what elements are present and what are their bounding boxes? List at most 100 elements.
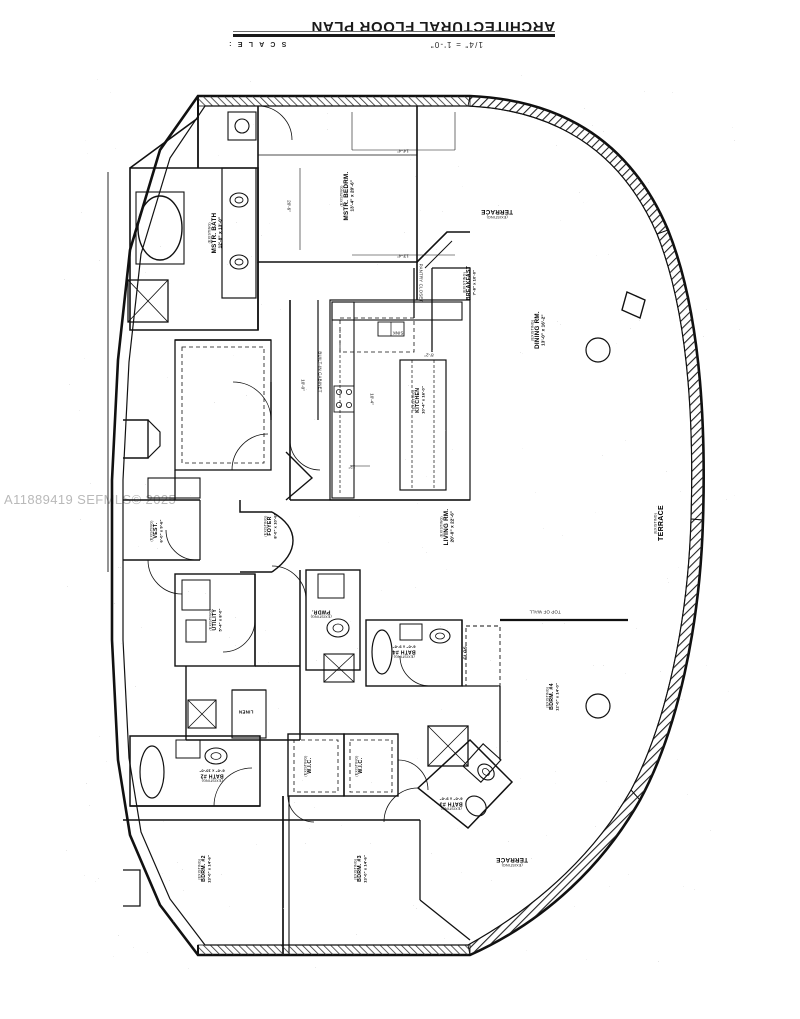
scan-speck bbox=[407, 384, 409, 386]
scan-speck bbox=[554, 782, 556, 784]
scan-speck bbox=[542, 528, 544, 530]
scan-speck bbox=[629, 327, 631, 329]
scan-speck bbox=[440, 709, 442, 711]
scan-speck bbox=[582, 202, 584, 204]
scan-speck bbox=[409, 154, 411, 156]
scan-speck bbox=[267, 661, 269, 663]
scan-speck bbox=[117, 566, 119, 568]
scan-speck bbox=[370, 843, 372, 845]
scan-speck bbox=[594, 826, 596, 828]
scan-speck bbox=[188, 591, 190, 593]
scan-speck bbox=[376, 264, 378, 266]
scan-speck bbox=[431, 853, 433, 855]
scan-speck bbox=[677, 758, 679, 760]
scan-speck bbox=[84, 875, 86, 877]
scan-speck bbox=[443, 938, 445, 940]
scan-speck bbox=[85, 140, 87, 142]
scan-speck bbox=[702, 335, 704, 337]
scan-speck bbox=[705, 308, 707, 310]
scan-speck bbox=[89, 805, 91, 807]
scan-speck bbox=[444, 429, 446, 431]
scan-speck bbox=[625, 672, 627, 674]
scan-speck bbox=[86, 783, 88, 785]
scan-speck bbox=[648, 181, 650, 183]
scan-speck bbox=[446, 568, 448, 570]
scan-speck bbox=[654, 197, 656, 199]
scan-speck bbox=[261, 234, 263, 236]
scan-speck bbox=[83, 358, 85, 360]
scan-speck bbox=[204, 592, 206, 594]
scan-speck bbox=[680, 490, 682, 492]
scan-speck bbox=[409, 158, 411, 160]
scan-speck bbox=[279, 309, 281, 311]
scan-speck bbox=[99, 736, 100, 738]
scan-speck bbox=[519, 351, 521, 353]
scan-speck bbox=[141, 626, 143, 628]
scan-speck bbox=[624, 440, 626, 442]
scan-speck bbox=[496, 746, 498, 748]
scan-speck bbox=[370, 781, 372, 783]
scan-speck bbox=[142, 503, 144, 505]
scan-speck bbox=[519, 778, 521, 780]
scan-speck bbox=[439, 953, 441, 955]
scan-speck bbox=[542, 896, 544, 898]
scan-speck bbox=[162, 820, 164, 822]
scan-speck bbox=[79, 518, 81, 520]
scan-speck bbox=[188, 967, 190, 969]
scan-speck bbox=[593, 664, 595, 666]
scan-speck bbox=[253, 124, 255, 126]
scan-speck bbox=[389, 351, 391, 353]
scan-speck bbox=[268, 223, 270, 225]
scan-speck bbox=[671, 271, 673, 273]
scan-speck bbox=[680, 699, 682, 701]
scan-speck bbox=[228, 637, 230, 639]
scan-speck bbox=[64, 278, 66, 280]
scan-speck bbox=[277, 708, 279, 710]
scan-speck bbox=[522, 353, 524, 354]
scan-speck bbox=[521, 74, 523, 76]
scan-speck bbox=[138, 546, 140, 548]
scan-speck bbox=[706, 664, 708, 666]
scan-speck bbox=[115, 147, 117, 149]
scan-speck bbox=[168, 282, 170, 284]
scan-speck bbox=[159, 245, 161, 247]
scan-speck bbox=[731, 127, 733, 129]
scan-speck bbox=[639, 320, 640, 322]
scan-speck bbox=[381, 590, 383, 592]
scan-speck bbox=[432, 800, 434, 802]
scan-speck bbox=[182, 869, 184, 871]
scan-speck bbox=[234, 617, 236, 619]
scan-speck bbox=[113, 603, 115, 605]
scan-speck bbox=[697, 396, 699, 398]
scan-speck bbox=[426, 552, 428, 554]
scan-speck bbox=[446, 627, 448, 629]
scan-speck bbox=[244, 103, 245, 105]
scan-speck bbox=[221, 873, 223, 875]
scan-speck bbox=[595, 255, 597, 257]
scan-speck bbox=[172, 920, 174, 922]
scan-speck bbox=[595, 512, 597, 514]
scan-speck bbox=[627, 874, 629, 876]
scan-speck bbox=[546, 834, 548, 836]
scan-speck bbox=[490, 879, 492, 881]
scan-speck bbox=[525, 678, 527, 680]
scan-speck bbox=[90, 483, 92, 485]
scan-speck bbox=[357, 352, 359, 354]
scan-speck bbox=[497, 205, 499, 207]
scan-speck bbox=[99, 259, 101, 261]
scan-speck bbox=[656, 506, 658, 508]
scan-speck bbox=[574, 905, 576, 907]
scan-speck bbox=[414, 587, 416, 589]
scan-speck bbox=[403, 232, 405, 234]
scan-speck bbox=[161, 873, 163, 875]
scan-speck bbox=[349, 621, 351, 623]
scan-speck bbox=[586, 958, 588, 960]
scan-speck bbox=[294, 802, 296, 804]
scan-speck bbox=[555, 771, 557, 773]
scan-speck bbox=[250, 255, 252, 257]
scan-speck bbox=[95, 880, 97, 882]
scan-speck bbox=[559, 220, 561, 222]
scan-speck bbox=[144, 483, 146, 485]
